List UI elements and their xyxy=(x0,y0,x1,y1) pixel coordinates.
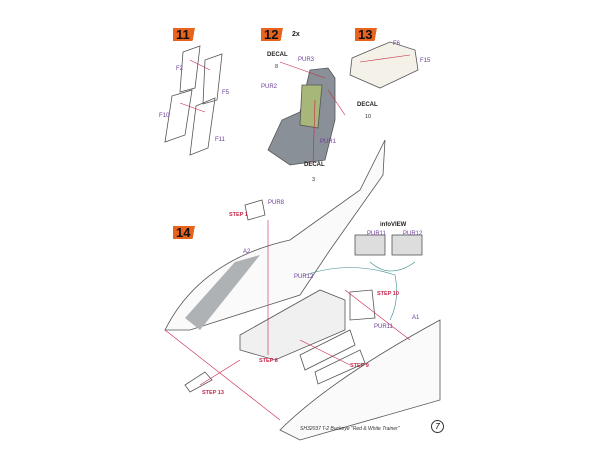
page-number: 7 xyxy=(431,420,444,433)
infoview-title: infoVIEW xyxy=(380,222,407,228)
infoview-image-left xyxy=(354,234,386,256)
footer-title: T-2 Buckeye "Red & White Trainer" xyxy=(322,426,400,432)
fuselage-panel-shading xyxy=(185,255,260,330)
infoview-pur12: PUR12 xyxy=(403,231,423,237)
decal-label: DECAL xyxy=(357,102,378,108)
step-ref-10: STEP 10 xyxy=(377,291,399,297)
footer-code: SH32037 xyxy=(300,426,321,432)
decal-number: 3 xyxy=(312,177,316,183)
console-part xyxy=(349,41,419,89)
decal-number: 8 xyxy=(275,64,279,70)
step-12-badge: 12 xyxy=(261,28,290,41)
infoview-arrows xyxy=(304,261,416,321)
panel-f10 xyxy=(164,89,193,143)
step10-part xyxy=(349,289,376,321)
leader-lines xyxy=(164,54,411,421)
infoview-image-right xyxy=(391,234,423,256)
resin-pur1: PUR1 xyxy=(320,139,337,145)
step-ref-9: STEP 9 xyxy=(350,363,369,369)
part-f2: F2 xyxy=(176,66,184,72)
resin-pur8: PUR8 xyxy=(268,200,285,206)
step-11-badge: 11 xyxy=(173,28,202,41)
resin-pur3: PUR3 xyxy=(298,57,315,63)
canopy-part xyxy=(184,371,213,393)
part-a2: A2 xyxy=(243,249,251,255)
intake-1 xyxy=(299,329,356,371)
panel-step1 xyxy=(244,199,266,221)
part-f15: F15 xyxy=(420,58,431,64)
part-f10: F10 xyxy=(159,113,170,119)
part-a1: A1 xyxy=(412,315,420,321)
fuselage-a1 xyxy=(279,319,441,441)
panel-f2 xyxy=(179,45,201,93)
part-f5: F5 xyxy=(222,90,230,96)
decal-label: DECAL xyxy=(267,52,288,58)
step-13-badge: 13 xyxy=(355,28,384,41)
intake-2 xyxy=(314,349,366,385)
part-f11: F11 xyxy=(215,137,225,143)
panel-f11 xyxy=(189,97,216,156)
cockpit-tub xyxy=(239,289,346,361)
resin-pur11: PUR11 xyxy=(374,324,393,330)
step-12-quantity: 2x xyxy=(292,31,300,38)
decal-number: 10 xyxy=(365,114,372,120)
step-ref-8: STEP 8 xyxy=(259,358,278,364)
seat-cushion xyxy=(299,84,323,129)
decal-label: DECAL xyxy=(304,162,325,168)
part-f6: F6 xyxy=(393,41,401,47)
step-ref-13: STEP 13 xyxy=(202,390,224,396)
step-14-badge: 14 xyxy=(173,226,202,239)
resin-pur12: PUR12 xyxy=(294,274,314,280)
panel-f5 xyxy=(202,53,223,105)
resin-pur2: PUR2 xyxy=(261,84,278,90)
infoview-pur11: PUR11 xyxy=(367,231,386,237)
step-ref-1: STEP 1 xyxy=(229,212,248,218)
